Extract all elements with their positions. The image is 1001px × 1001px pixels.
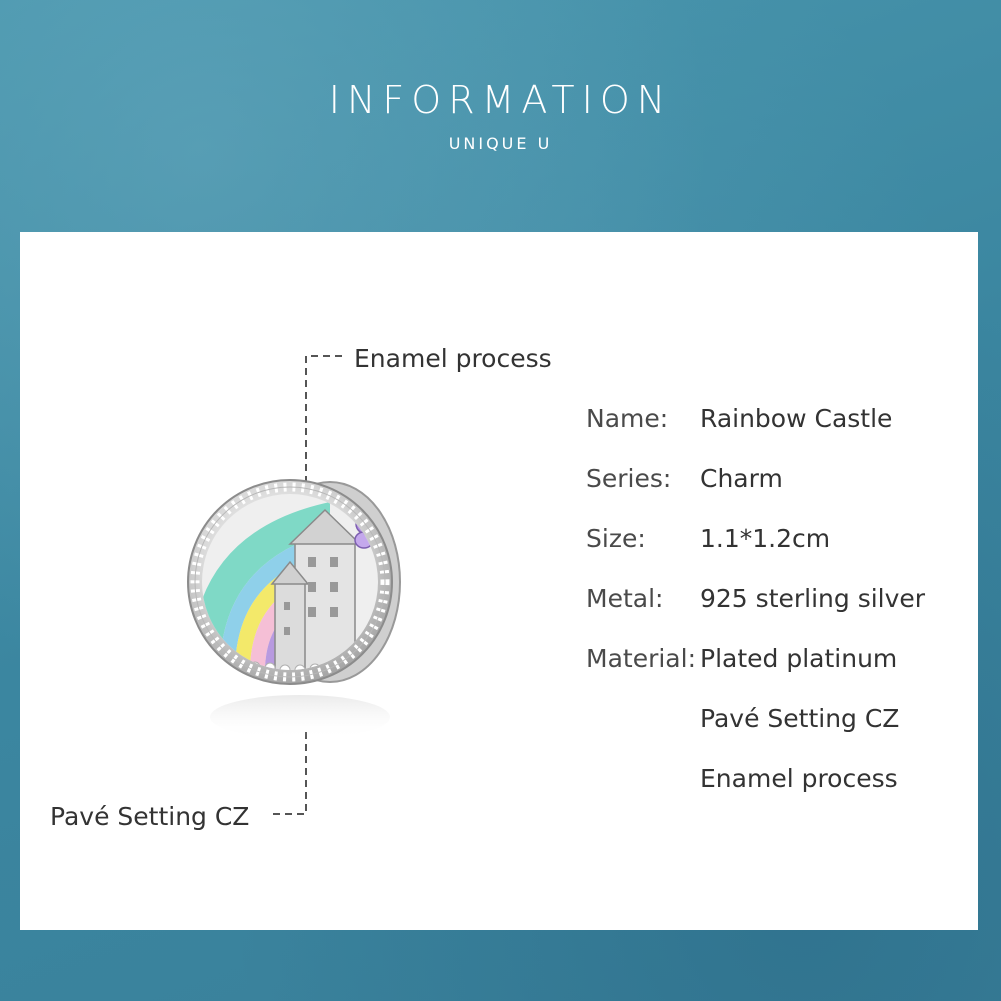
header-title: INFORMATION bbox=[328, 78, 673, 122]
bottom-callout-line bbox=[272, 732, 307, 815]
spec-value-size: 1.1*1.2cm bbox=[700, 524, 831, 553]
info-panel: Enamel process Pavé Setting CZ bbox=[20, 232, 978, 930]
spec-label-metal: Metal: bbox=[586, 584, 664, 613]
spec-label-size: Size: bbox=[586, 524, 646, 553]
spec-value-material-3: Enamel process bbox=[700, 764, 898, 793]
spec-label-name: Name: bbox=[586, 404, 669, 433]
spec-value-series: Charm bbox=[700, 464, 783, 493]
callout-enamel-process: Enamel process bbox=[354, 344, 552, 373]
spec-label-material: Material: bbox=[586, 644, 696, 673]
spec-value-metal: 925 sterling silver bbox=[700, 584, 926, 613]
spec-label-series: Series: bbox=[586, 464, 672, 493]
callout-pave-setting: Pavé Setting CZ bbox=[50, 802, 250, 831]
rainbow-castle-charm-image bbox=[187, 479, 401, 739]
spec-value-name: Rainbow Castle bbox=[700, 404, 893, 433]
spec-value-material: Plated platinum bbox=[700, 644, 898, 673]
spec-value-material-2: Pavé Setting CZ bbox=[700, 704, 900, 733]
header-subtitle: UNIQUE U bbox=[448, 134, 553, 153]
